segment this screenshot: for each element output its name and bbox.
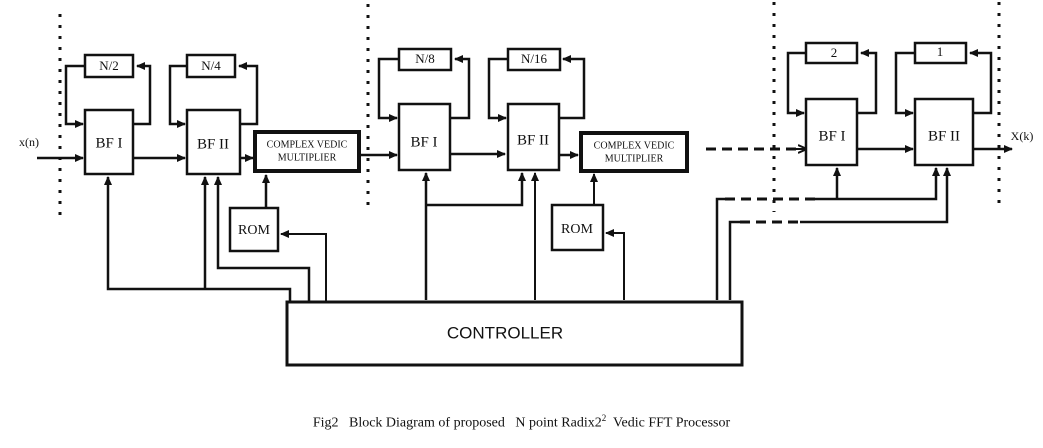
control-wire (800, 167, 951, 224)
multiplier-label-line2: MULTIPLIER (278, 152, 337, 163)
butterfly-box (397, 102, 452, 172)
input-label: x(n) (19, 135, 39, 149)
stage-4: N/16 BF II (487, 47, 586, 172)
caption-superscript: 2 (601, 413, 607, 423)
feedback-wire (64, 64, 85, 128)
stage-5: 2 BF I (786, 41, 878, 167)
rom-label: ROM (238, 223, 270, 238)
control-wire (728, 220, 740, 300)
complex-vedic-multiplier (579, 131, 689, 173)
caption-prefix: Fig2 Block Diagram of proposed N point R… (312, 415, 602, 431)
delay-label: 1 (937, 44, 944, 59)
feedback-wire (487, 57, 508, 122)
feedback-wire (133, 62, 152, 126)
butterfly-label: BF I (818, 128, 845, 144)
butterfly-label: BF II (517, 132, 549, 148)
butterfly-box (185, 108, 242, 176)
complex-vedic-multiplier (253, 130, 361, 173)
feedback-wire (450, 55, 471, 120)
rom-box (550, 203, 605, 252)
butterfly-label: BF II (197, 136, 229, 152)
multiplier-label-line2: MULTIPLIER (605, 153, 664, 164)
delay-label: N/4 (201, 58, 221, 73)
feedback-wire (786, 51, 806, 117)
control-wire (104, 176, 292, 302)
feedback-wire (894, 51, 915, 117)
multiplier-label-line1: COMPLEX VEDIC (594, 140, 675, 151)
feedback-wire (238, 62, 259, 126)
feedback-wire (969, 49, 993, 115)
feedback-wire (857, 49, 878, 115)
control-wire (214, 176, 311, 302)
feedback-wire (377, 57, 399, 122)
delay-label: N/8 (415, 51, 435, 66)
feedback-wire (168, 64, 187, 128)
controller-box (285, 300, 744, 367)
delay-label: N/2 (99, 58, 119, 73)
delay-label: N/16 (521, 51, 548, 66)
controller-label: CONTROLLER (447, 323, 563, 342)
rom-label: ROM (561, 222, 593, 237)
butterfly-label: BF I (410, 134, 437, 150)
control-wire (605, 229, 625, 300)
stage-1: N/2 BF I (64, 53, 152, 176)
output-label: X(k) (1011, 129, 1034, 143)
figure-caption: Fig2 Block Diagram of proposed N point R… (0, 413, 1043, 432)
control-wire (815, 167, 940, 201)
rom-box (228, 206, 280, 253)
caption-suffix: Vedic FFT Processor (606, 415, 731, 431)
butterfly-box (83, 108, 135, 176)
feedback-wire (559, 55, 586, 120)
control-wire (426, 172, 526, 207)
butterfly-label: BF II (928, 128, 960, 144)
control-wire (715, 197, 725, 300)
butterfly-box (804, 97, 859, 167)
butterfly-box (913, 97, 975, 167)
stage-6: 1 BF II (894, 41, 993, 167)
delay-label: 2 (831, 45, 838, 60)
butterfly-box (506, 102, 561, 172)
stage-2: N/4 BF II (168, 53, 259, 176)
stage-3: N/8 BF I (377, 47, 471, 172)
control-wire (280, 230, 327, 302)
multiplier-label-line1: COMPLEX VEDIC (267, 139, 348, 150)
butterfly-label: BF I (95, 135, 122, 151)
